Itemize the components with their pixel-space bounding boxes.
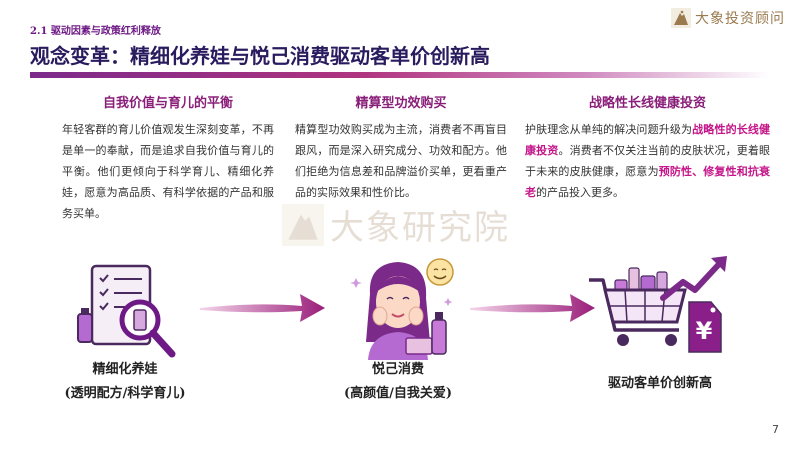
- column-efficacy-purchase: 精算型功效购买 精算型功效购买成为主流，消费者不再盲目跟风，而是深入研究成分、功…: [295, 92, 507, 203]
- caption-title: 精细化养娃: [92, 362, 158, 377]
- caption-title: 驱动客单价创新高: [607, 376, 712, 391]
- column-body: 护肤理念从单纯的解决问题升级为战略性的长线健康投资。消费者不仅关注当前的皮肤状况…: [525, 119, 770, 203]
- highlight-text: 战略性的长线健康投资: [525, 123, 771, 157]
- watermark: 大象研究院: [282, 200, 510, 249]
- flow-caption-refined-parenting: 精细化养娃 (透明配方/科学育儿): [45, 358, 205, 406]
- caption-subtitle: (高颜值/自我关爱): [343, 386, 453, 401]
- yen-symbol: ¥: [696, 317, 713, 345]
- brand-logo: 大象投资顾问: [671, 8, 785, 28]
- arrow-right-icon: [470, 294, 595, 322]
- column-heading: 自我价值与育儿的平衡: [102, 96, 233, 111]
- section-label: 2.1 驱动因素与政策红利释放: [30, 26, 161, 37]
- brand-name: 大象投资顾问: [695, 11, 785, 27]
- body-text: 护肤理念从单纯的解决问题升级为: [525, 123, 693, 136]
- column-body: 年轻客群的育儿价值观发生深刻变革，不再是单一的奉献，而是追求自我价值与育儿的平衡…: [62, 123, 274, 220]
- column-body: 精算型功效购买成为主流，消费者不再盲目跟风，而是深入研究成分、功效和配方。他们拒…: [295, 123, 507, 199]
- checklist-magnifier-icon: [77, 264, 176, 358]
- title-underline: [30, 72, 770, 78]
- column-self-value: 自我价值与育儿的平衡 年轻客群的育儿价值观发生深刻变革，不再是单一的奉献，而是追…: [62, 92, 274, 224]
- body-text: 。消费者不仅关注当前的皮肤状况，更着眼于未来的皮肤健康，愿意为: [525, 144, 771, 178]
- elephant-logo-icon: [671, 8, 691, 28]
- flow-caption-price-growth: 驱动客单价创新高: [575, 372, 745, 396]
- column-health-investment: 战略性长线健康投资 护肤理念从单纯的解决问题升级为战略性的长线健康投资。消费者不…: [525, 92, 770, 203]
- column-heading: 战略性长线健康投资: [588, 96, 706, 111]
- body-text: 的产品投入更多。: [536, 186, 624, 199]
- woman-skincare-icon: [350, 258, 454, 360]
- shopping-cart-growth-icon: ¥: [589, 256, 727, 353]
- caption-title: 悦己消费: [371, 362, 424, 377]
- page-number: 7: [772, 423, 779, 436]
- elephant-watermark-icon: [282, 203, 324, 246]
- watermark-text: 大象研究院: [330, 208, 510, 248]
- arrow-right-icon: [200, 294, 325, 322]
- page-title: 观念变革：精细化养娃与悦己消费驱动客单价创新高: [30, 44, 490, 68]
- flow-caption-self-indulgence: 悦己消费 (高颜值/自我关爱): [318, 358, 478, 406]
- highlight-text: 预防性、修复性和抗衰老: [525, 165, 771, 199]
- caption-subtitle: (透明配方/科学育儿): [64, 386, 186, 401]
- column-heading: 精算型功效购买: [355, 96, 447, 111]
